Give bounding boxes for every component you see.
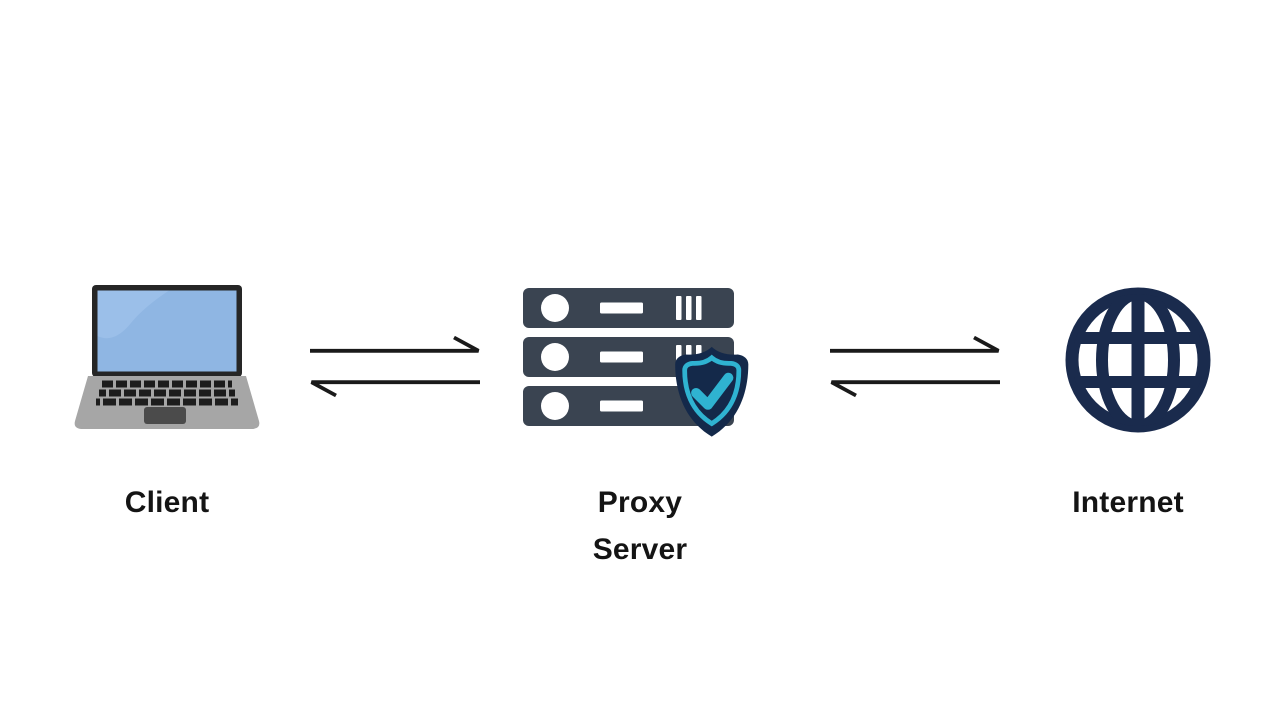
server-shield-icon — [523, 288, 749, 437]
check-icon — [691, 372, 734, 410]
internet-label: Internet — [1072, 486, 1184, 519]
proxy-server-label-line1: Proxy — [597, 486, 683, 519]
laptop-keyboard — [96, 380, 238, 406]
proxy-server-label-line2: Server — [592, 533, 688, 566]
proxy-server-label: Proxy Server — [540, 479, 740, 573]
arrows-proxy-internet — [830, 335, 1000, 398]
arrows-client-proxy — [310, 335, 480, 398]
laptop-body — [74, 376, 260, 429]
laptop-screen-highlight — [97, 290, 169, 339]
shield-check-icon — [675, 346, 749, 437]
laptop-touchpad — [144, 407, 186, 424]
arrow-right-icon — [310, 335, 480, 353]
client-label: Client — [124, 486, 210, 519]
globe-icon — [1065, 287, 1211, 433]
arrow-left-icon — [830, 380, 1000, 398]
arrow-left-icon — [310, 380, 480, 398]
arrow-right-icon — [830, 335, 1000, 353]
laptop-icon — [74, 285, 260, 429]
